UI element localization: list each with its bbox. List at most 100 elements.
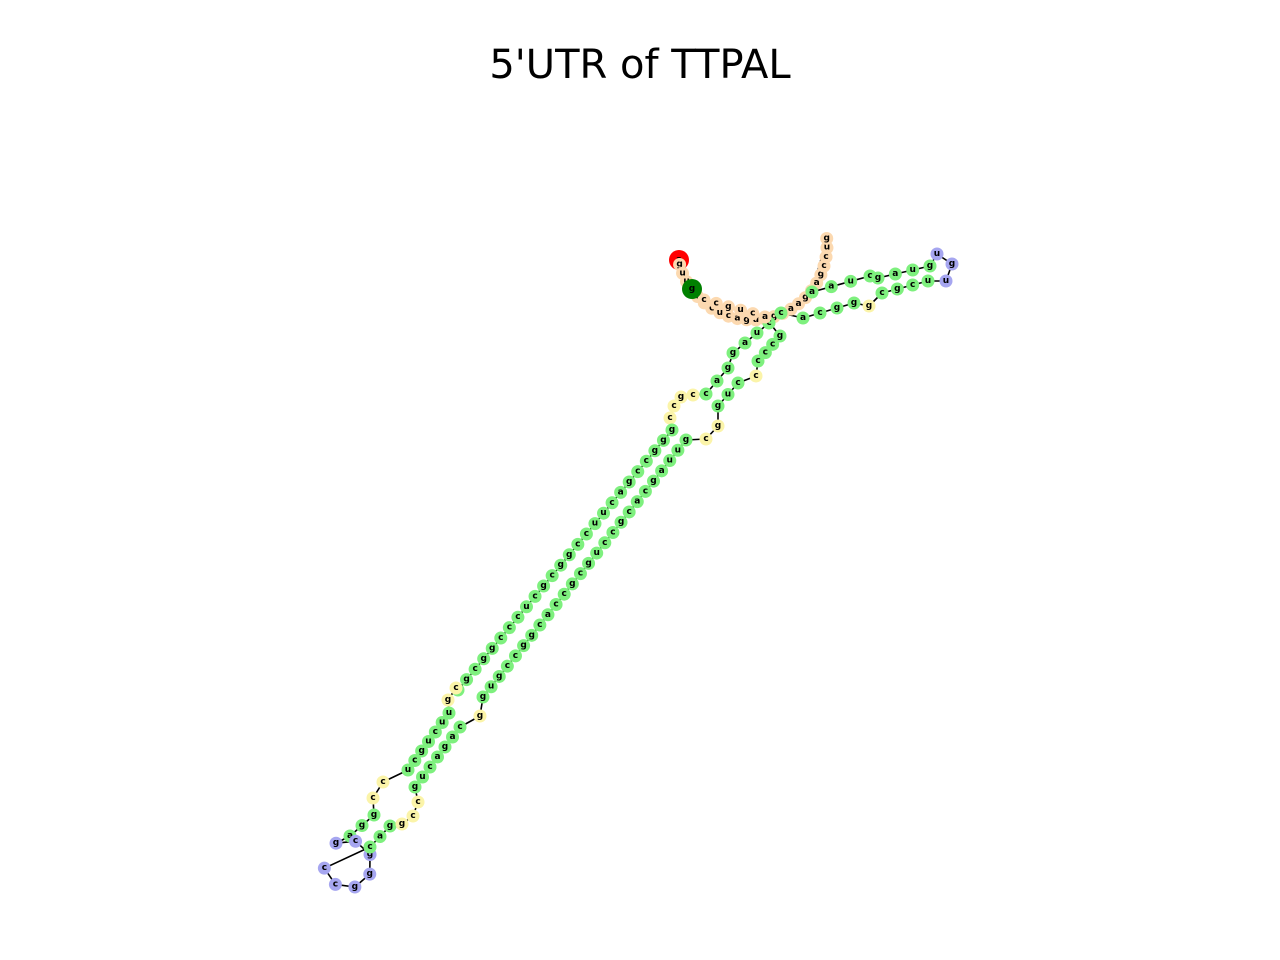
nucleotide-letter: g <box>489 643 495 653</box>
nucleotide-marker <box>373 830 387 843</box>
nucleotide: g <box>923 259 937 273</box>
nucleotide-marker <box>453 720 467 734</box>
nucleotide-marker <box>485 641 499 655</box>
nucleotide: c <box>774 306 788 320</box>
nucleotide-marker <box>721 361 735 375</box>
nucleotide-marker <box>442 706 456 720</box>
nucleotide: u <box>844 274 858 288</box>
nucleotide: c <box>468 662 482 676</box>
nucleotide-letter: c <box>433 727 438 737</box>
nucleotide: a <box>655 464 669 478</box>
nucleotide-marker <box>710 374 724 388</box>
nucleotide-marker <box>758 310 772 324</box>
nucleotide: g <box>348 880 362 894</box>
nucleotide-letter: a <box>814 278 820 288</box>
nucleotide-marker <box>423 760 437 774</box>
nucleotide: c <box>549 597 563 611</box>
nucleotide-letter: g <box>412 782 418 792</box>
nucleotide-letter: g <box>528 630 534 640</box>
nucleotide-letter: g <box>676 260 682 270</box>
nucleotide: g <box>820 231 834 245</box>
nucleotide-marker <box>711 419 725 433</box>
nucleotide: a <box>431 750 444 764</box>
nucleotide-marker <box>348 880 362 894</box>
nucleotide: c <box>423 760 437 774</box>
nucleotide: a <box>888 267 902 281</box>
nucleotide: g <box>438 740 452 754</box>
nucleotide-letter: g <box>894 284 900 294</box>
nucleotide: g <box>408 780 422 794</box>
nucleotide-letter: g <box>585 558 591 568</box>
nucleotide: a <box>446 730 459 744</box>
nucleotide-marker <box>366 791 380 805</box>
nucleotide-marker <box>667 399 681 413</box>
nucleotide-letter: u <box>600 508 606 518</box>
nucleotide-letter: u <box>824 243 830 253</box>
nucleotide-marker <box>630 495 644 509</box>
nucleotide: g <box>517 639 531 653</box>
nucleotide-letter: g <box>818 270 824 280</box>
nucleotide-letter: g <box>520 641 526 651</box>
nucleotide-marker <box>565 577 579 591</box>
nucleotide: g <box>477 652 491 666</box>
nucleotide: a <box>373 830 387 843</box>
nucleotide-marker <box>511 610 525 624</box>
nucleotide-letter: c <box>412 756 417 766</box>
nucleotide-letter: c <box>714 298 719 308</box>
nucleotide-letter: g <box>463 675 469 685</box>
nucleotide: c <box>511 610 525 624</box>
nucleotide-marker <box>582 556 596 570</box>
backbone-link <box>324 846 371 869</box>
nucleotide-letter: g <box>371 810 377 820</box>
nucleotide-letter: c <box>635 467 640 477</box>
nucleotide-letter: g <box>669 425 675 435</box>
nucleotide-letter: a <box>800 313 806 323</box>
nucleotide-marker <box>697 293 711 307</box>
nucleotide-marker <box>945 257 959 271</box>
nucleotide-marker <box>554 558 568 572</box>
nucleotide: g <box>726 346 740 360</box>
nucleotide-marker <box>435 716 449 729</box>
nucleotide-letter: g <box>927 261 933 271</box>
nucleotide: u <box>442 706 456 720</box>
nucleotide: u <box>519 600 533 614</box>
nucleotide-marker <box>406 809 420 823</box>
nucleotide: c <box>500 659 514 673</box>
nucleotide-letter: g <box>387 821 393 831</box>
nucleotide-letter: c <box>415 797 420 807</box>
nucleotide: g <box>565 577 579 591</box>
nucleotide: c <box>453 720 467 734</box>
nucleotide-letter: c <box>643 486 648 496</box>
nucleotide-letter: g <box>367 849 373 859</box>
nucleotide-marker <box>639 454 653 468</box>
nucleotide: g <box>441 693 455 707</box>
nucleotide-letter: a <box>347 831 353 841</box>
nucleotide: c <box>349 834 363 848</box>
nucleotide: u <box>820 241 834 255</box>
nucleotide: c <box>573 567 587 581</box>
nucleotide: u <box>435 716 449 729</box>
nucleotide-letter: c <box>709 303 714 313</box>
nucleotide-letter: c <box>778 308 783 318</box>
nucleotide-letter: a <box>714 376 720 386</box>
nucleotide-marker <box>517 639 531 653</box>
nucleotide: c <box>813 306 827 320</box>
nucleotide: u <box>906 263 920 277</box>
nucleotide-marker <box>349 834 363 848</box>
nucleotide-letter: c <box>770 339 775 349</box>
nucleotide-marker <box>562 548 576 562</box>
nucleotide: c <box>709 296 723 310</box>
nucleotide-letter: c <box>644 456 649 466</box>
nucleotide-letter: c <box>537 620 542 630</box>
nucleotide-letter: c <box>821 261 826 271</box>
nucleotide-letter: c <box>735 378 740 388</box>
nucleotide-letter: g <box>445 695 451 705</box>
nucleotide: c <box>731 376 745 390</box>
nucleotide: c <box>428 725 442 739</box>
nucleotide: c <box>411 795 425 809</box>
nucleotide-letter: u <box>405 765 411 775</box>
nucleotide-marker <box>541 608 555 622</box>
nucleotide-letter: c <box>610 528 615 538</box>
nucleotide: g <box>945 257 959 271</box>
nucleotide-letter: u <box>934 249 940 259</box>
